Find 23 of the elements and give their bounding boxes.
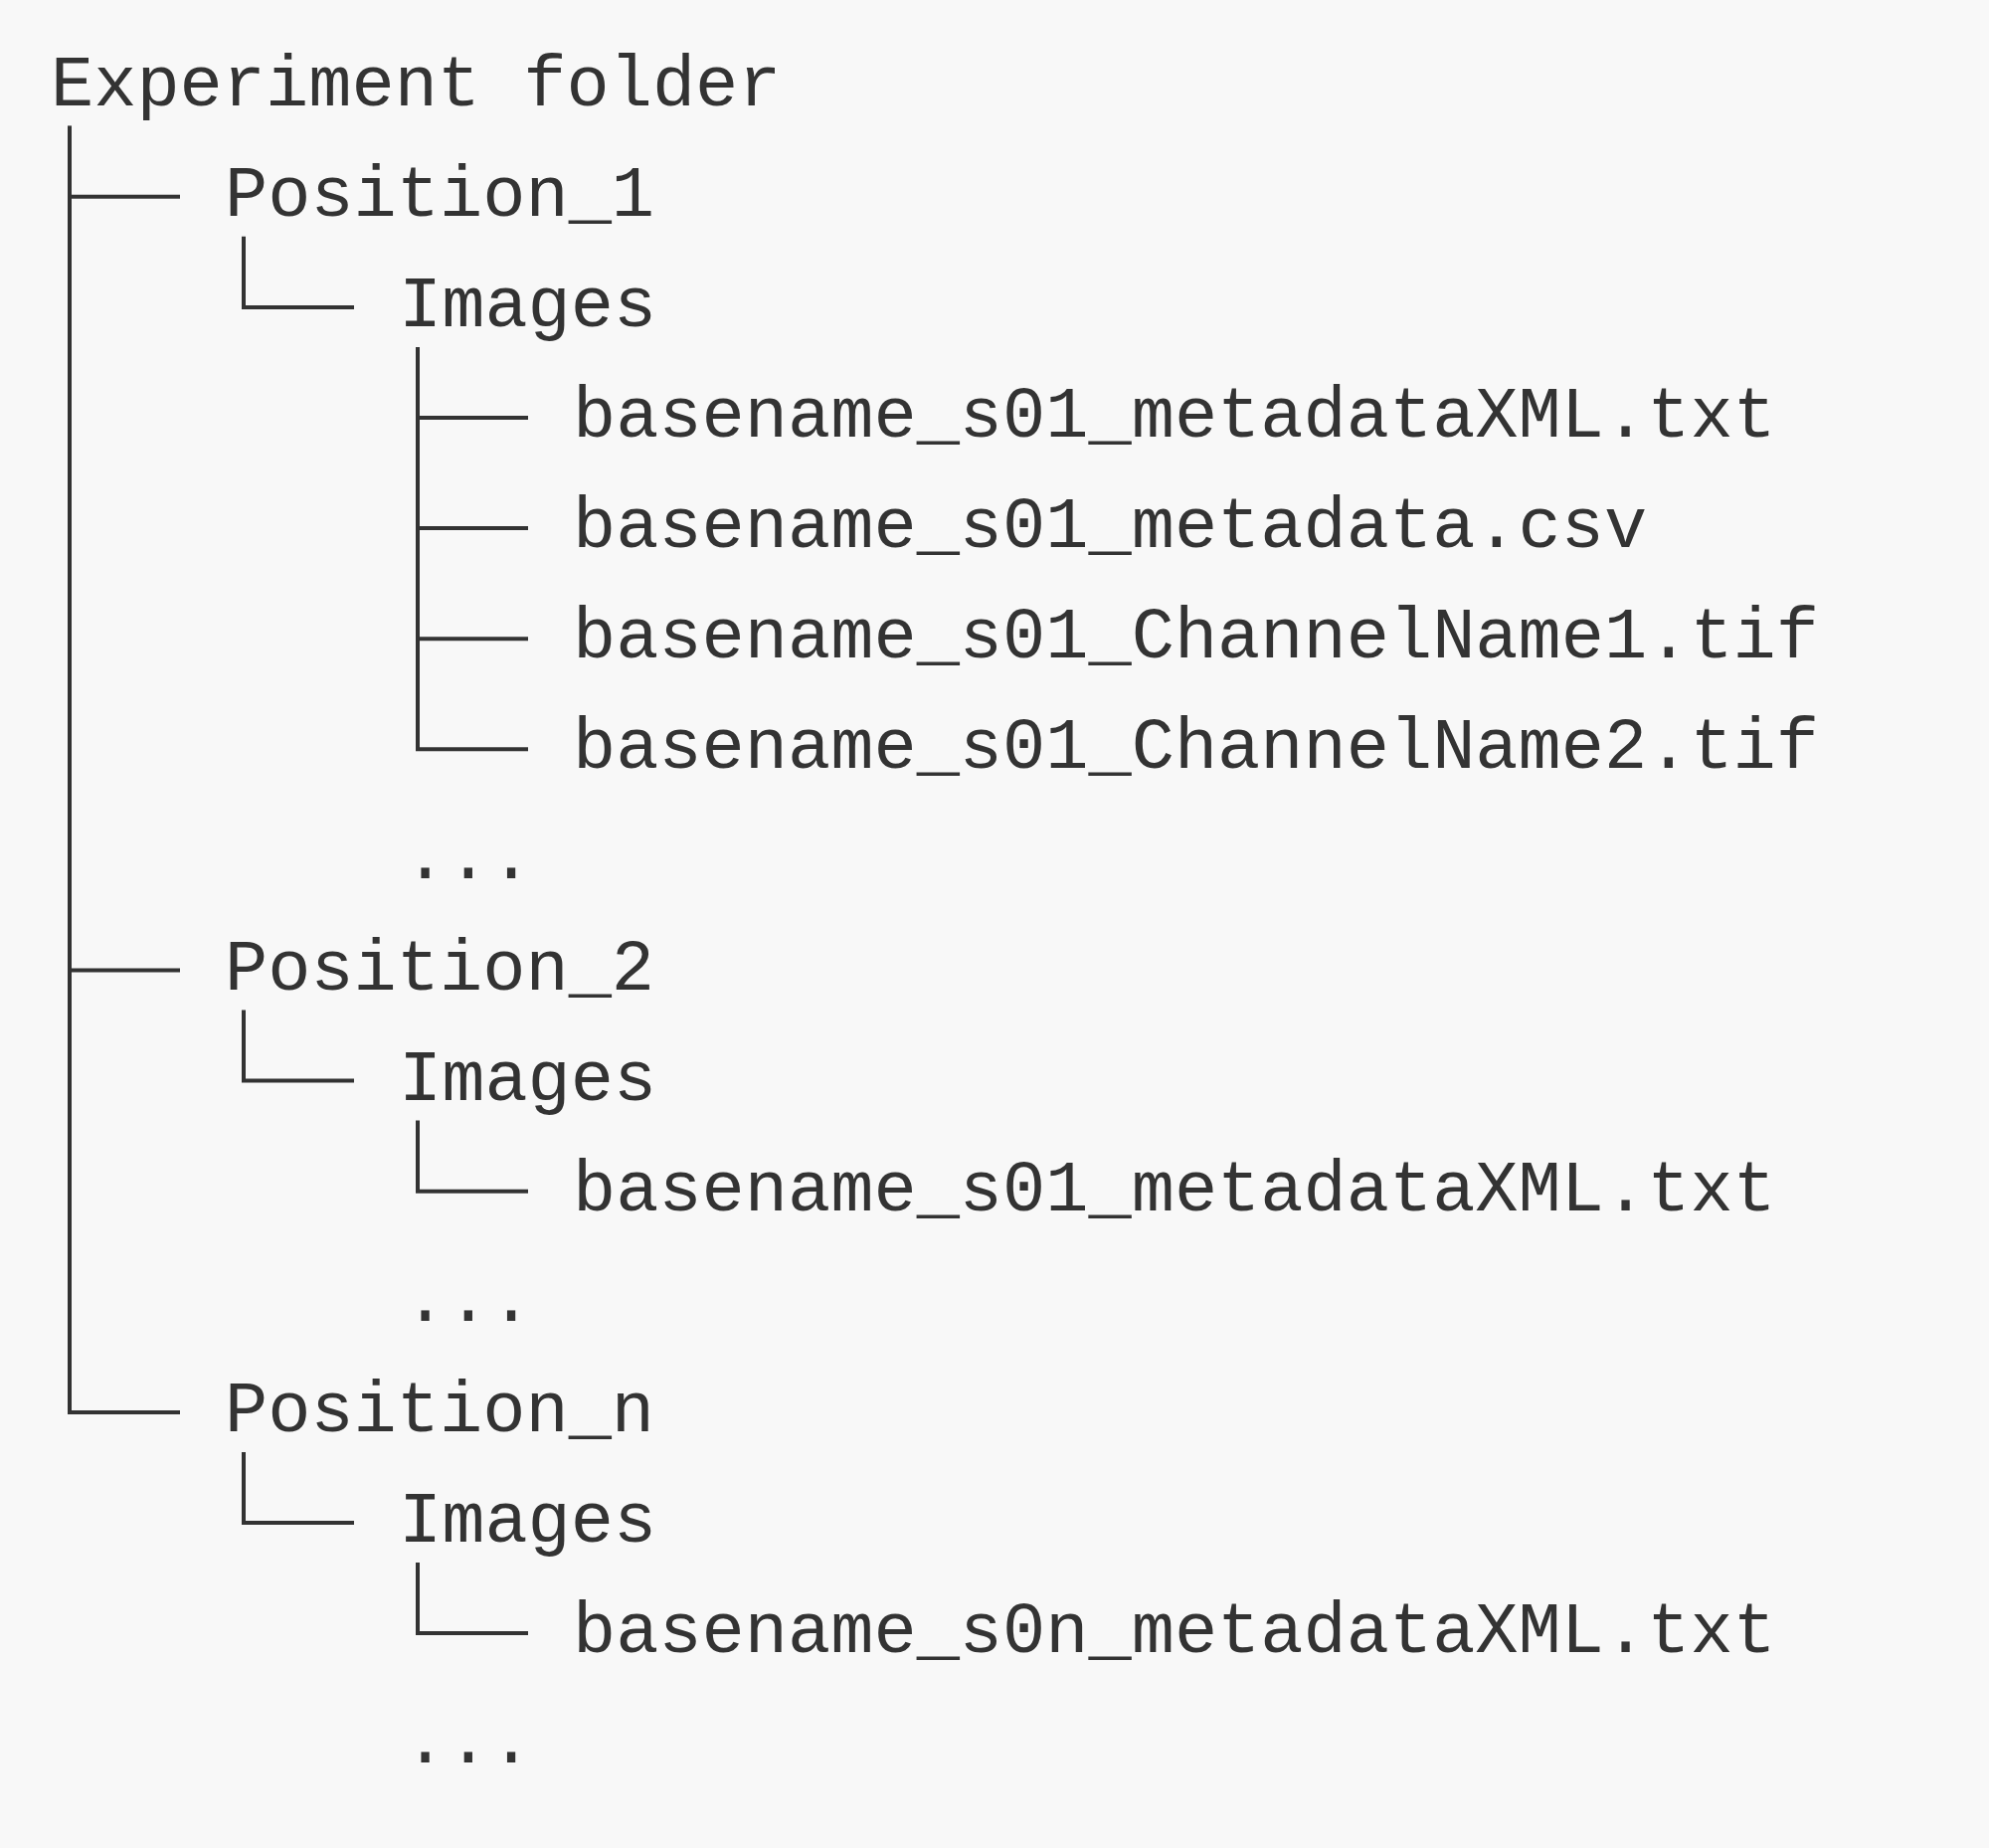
ellipsis-text: ... bbox=[404, 1704, 533, 1784]
tree-connector-line bbox=[68, 125, 180, 1414]
file-name: basename_s01_metadataXML.txt bbox=[528, 1151, 1776, 1231]
folder-name: Position_n bbox=[180, 1372, 655, 1452]
folder-name: Position_1 bbox=[180, 156, 655, 237]
folder-name: Position_2 bbox=[180, 930, 655, 1011]
file-name: basename_s01_metadataXML.txt bbox=[528, 378, 1776, 458]
folder-name: Images bbox=[354, 1483, 657, 1563]
root-folder-name: Experiment folder bbox=[51, 46, 782, 126]
tree-connector-line bbox=[416, 1563, 528, 1636]
folder-name: Images bbox=[354, 267, 657, 347]
folder-name: Images bbox=[354, 1040, 657, 1121]
tree-connector-line bbox=[242, 1010, 354, 1083]
tree-connector-line bbox=[242, 1451, 354, 1525]
file-name: basename_s01_metadata.csv bbox=[528, 488, 1648, 569]
ellipsis-text: ... bbox=[404, 820, 533, 900]
tree-connector-line bbox=[416, 346, 528, 752]
file-name: basename_s01_ChannelName1.tif bbox=[528, 599, 1819, 679]
tree-connector-line bbox=[242, 236, 354, 309]
tree-connector-line bbox=[416, 1120, 528, 1194]
file-name: basename_s0n_metadataXML.txt bbox=[528, 1593, 1776, 1674]
ellipsis-text: ... bbox=[404, 1261, 533, 1342]
file-name: basename_s01_ChannelName2.tif bbox=[528, 709, 1819, 790]
